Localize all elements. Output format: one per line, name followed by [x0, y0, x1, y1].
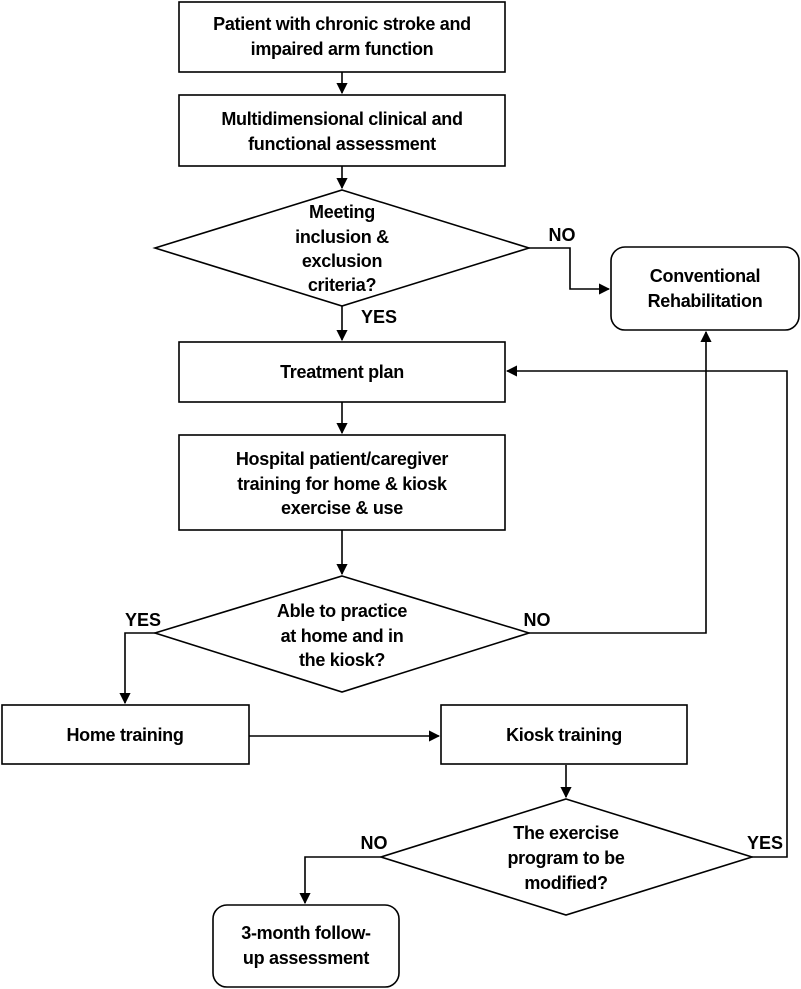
- node-label: Rehabilitation: [648, 291, 763, 311]
- node-home-training: Home training: [1, 704, 250, 765]
- edge-label-criteria-yes: YES: [361, 307, 397, 327]
- process-box: [1, 704, 250, 765]
- node-kiosk-training: Kiosk training: [440, 704, 688, 765]
- edge-modify-yes-to-treatment: [505, 365, 788, 858]
- node-label: criteria?: [308, 275, 376, 295]
- edge-criteria-no-to-conventional: [529, 247, 611, 295]
- node-label: exclusion: [302, 251, 382, 271]
- terminal-box: [212, 904, 400, 988]
- node-label: modified?: [524, 873, 607, 893]
- edge-label-criteria-no: NO: [549, 225, 576, 245]
- process-box: [178, 341, 506, 403]
- edge-label-practice-no: NO: [524, 610, 551, 630]
- node-label: Conventional: [650, 266, 760, 286]
- node-treatment-plan: Treatment plan: [178, 341, 506, 403]
- node-label: Meeting: [309, 202, 375, 222]
- node-label: program to be: [507, 848, 624, 868]
- process-box: [178, 1, 506, 73]
- node-label: Able to practice: [277, 601, 408, 621]
- edge-label-practice-yes: YES: [125, 610, 161, 630]
- node-label: Patient with chronic stroke and: [213, 14, 471, 34]
- node-practice-decision: Able to practice at home and in the kios…: [152, 575, 532, 693]
- node-label: The exercise: [513, 823, 619, 843]
- node-label: Hospital patient/caregiver: [236, 449, 449, 469]
- edge-labels: NO YES YES NO NO YES: [125, 225, 783, 853]
- node-label: functional assessment: [248, 134, 436, 154]
- node-label: Kiosk training: [506, 725, 622, 745]
- node-label: inclusion &: [295, 227, 389, 247]
- process-box: [178, 94, 506, 167]
- decision-diamond: [378, 798, 755, 916]
- edge-practice-yes-to-home: [119, 632, 155, 705]
- node-modify-decision: The exercise program to be modified?: [378, 798, 755, 916]
- node-label: exercise & use: [281, 498, 403, 518]
- node-label: impaired arm function: [251, 39, 434, 59]
- process-box: [440, 704, 688, 765]
- node-followup: 3-month follow- up assessment: [212, 904, 400, 988]
- edge-label-modify-yes: YES: [747, 833, 783, 853]
- terminal-box: [610, 246, 800, 331]
- decision-diamond: [152, 189, 532, 307]
- edges: [119, 72, 788, 905]
- node-patient-intake: Patient with chronic stroke and impaired…: [178, 1, 506, 73]
- node-label: the kiosk?: [299, 650, 385, 670]
- node-label: at home and in: [281, 626, 404, 646]
- node-label: Home training: [66, 725, 183, 745]
- node-criteria-decision: Meeting inclusion & exclusion criteria?: [152, 189, 532, 307]
- node-label: up assessment: [243, 948, 369, 968]
- node-conventional-rehabilitation: Conventional Rehabilitation: [610, 246, 800, 331]
- edge-label-modify-no: NO: [361, 833, 388, 853]
- node-label: Multidimensional clinical and: [221, 109, 462, 129]
- node-label: 3-month follow-: [241, 923, 371, 943]
- edge-modify-no-to-followup: [299, 856, 381, 905]
- node-label: training for home & kiosk: [237, 474, 448, 494]
- node-assessment: Multidimensional clinical and functional…: [178, 94, 506, 167]
- node-label: Treatment plan: [280, 362, 404, 382]
- edge-practice-no-to-conventional: [529, 330, 712, 634]
- node-hospital-training: Hospital patient/caregiver training for …: [178, 434, 506, 531]
- decision-diamond: [152, 575, 532, 693]
- process-box: [178, 434, 506, 531]
